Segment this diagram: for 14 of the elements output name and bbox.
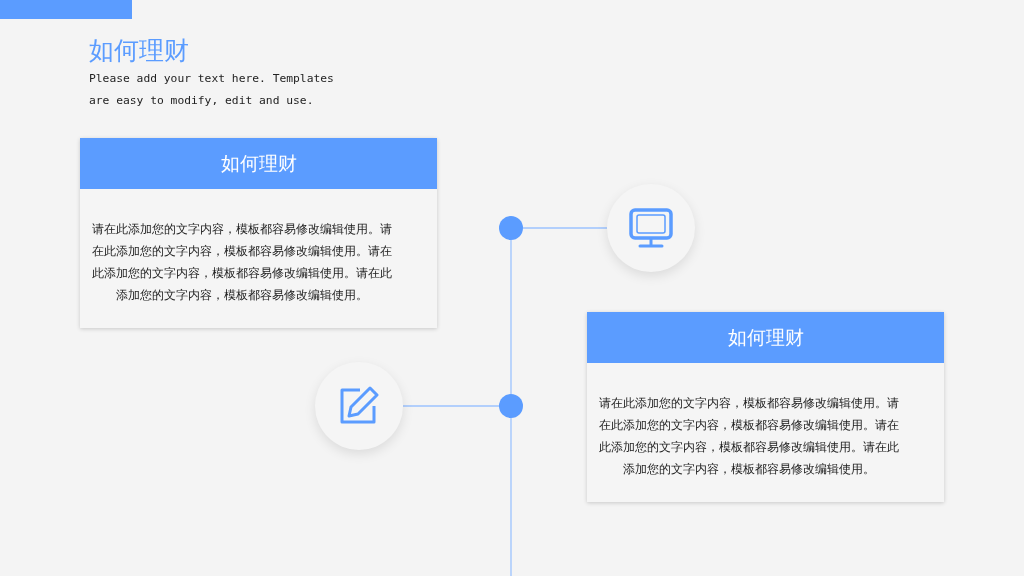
timeline-dot (499, 394, 523, 418)
text-card (587, 312, 944, 502)
card-text: 请在此添加您的文字内容，模板都容易修改编辑使用。请在此添加您的文字内容，模板都容易修改编辑使用。请在此添加您的文字内容，模板都容易修改编辑使用。请在此添加您的文字内容，模板都容易修改编辑使用。 (597, 395, 900, 478)
connector-line (402, 405, 500, 407)
timeline-dot (499, 216, 523, 240)
title: 如何理财 (89, 35, 189, 67)
connector-line (522, 227, 608, 229)
card-heading: 如何理财 (220, 150, 297, 176)
card-text: 请在此添加您的文字内容，模板都容易修改编辑使用。请在此添加您的文字内容，模板都容易修改编辑使用。请在此添加您的文字内容，模板都容易修改编辑使用。请在此添加您的文字内容，模板都容易修改编辑使用。 (90, 221, 393, 304)
card-heading: 如何理财 (727, 324, 804, 350)
connector-line (510, 239, 512, 395)
description-text: Please add your text here. Templates are easy to modify, edit and use. (89, 71, 335, 109)
text-card (80, 138, 437, 328)
connector-line (510, 417, 512, 576)
